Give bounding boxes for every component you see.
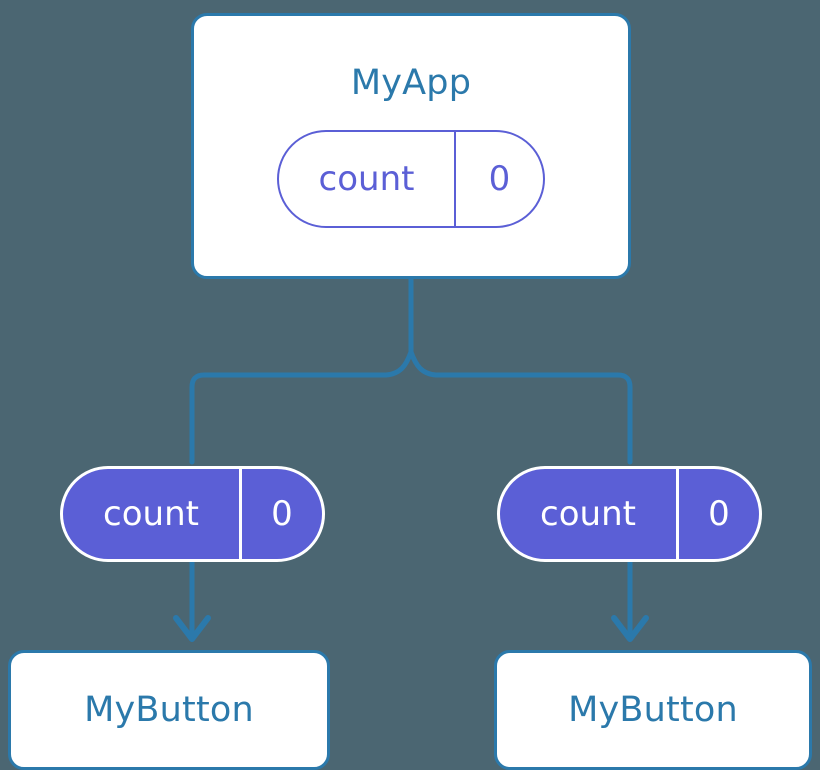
connector-split-right [408, 349, 633, 465]
prop-pill-left[interactable]: count 0 [60, 466, 325, 562]
connector-split-left [189, 349, 414, 465]
component-box-mybutton-left[interactable]: MyButton [8, 650, 330, 770]
prop-value-left: 0 [239, 469, 322, 559]
component-label-mybutton-right: MyButton [568, 689, 738, 730]
state-key-root: count [318, 159, 415, 199]
arrow-down-icon-left [173, 615, 211, 642]
prop-key-left: count [103, 494, 199, 534]
arrow-down-icon-right [611, 615, 649, 642]
component-box-mybutton-right[interactable]: MyButton [494, 650, 812, 770]
state-pill-root[interactable]: count 0 [277, 130, 545, 228]
prop-key-right: count [540, 494, 636, 534]
component-label-myapp: MyApp [350, 63, 472, 103]
state-value-root: 0 [454, 132, 543, 226]
prop-pill-right[interactable]: count 0 [497, 466, 762, 562]
prop-value-right: 0 [676, 469, 759, 559]
component-label-mybutton-left: MyButton [84, 689, 254, 730]
